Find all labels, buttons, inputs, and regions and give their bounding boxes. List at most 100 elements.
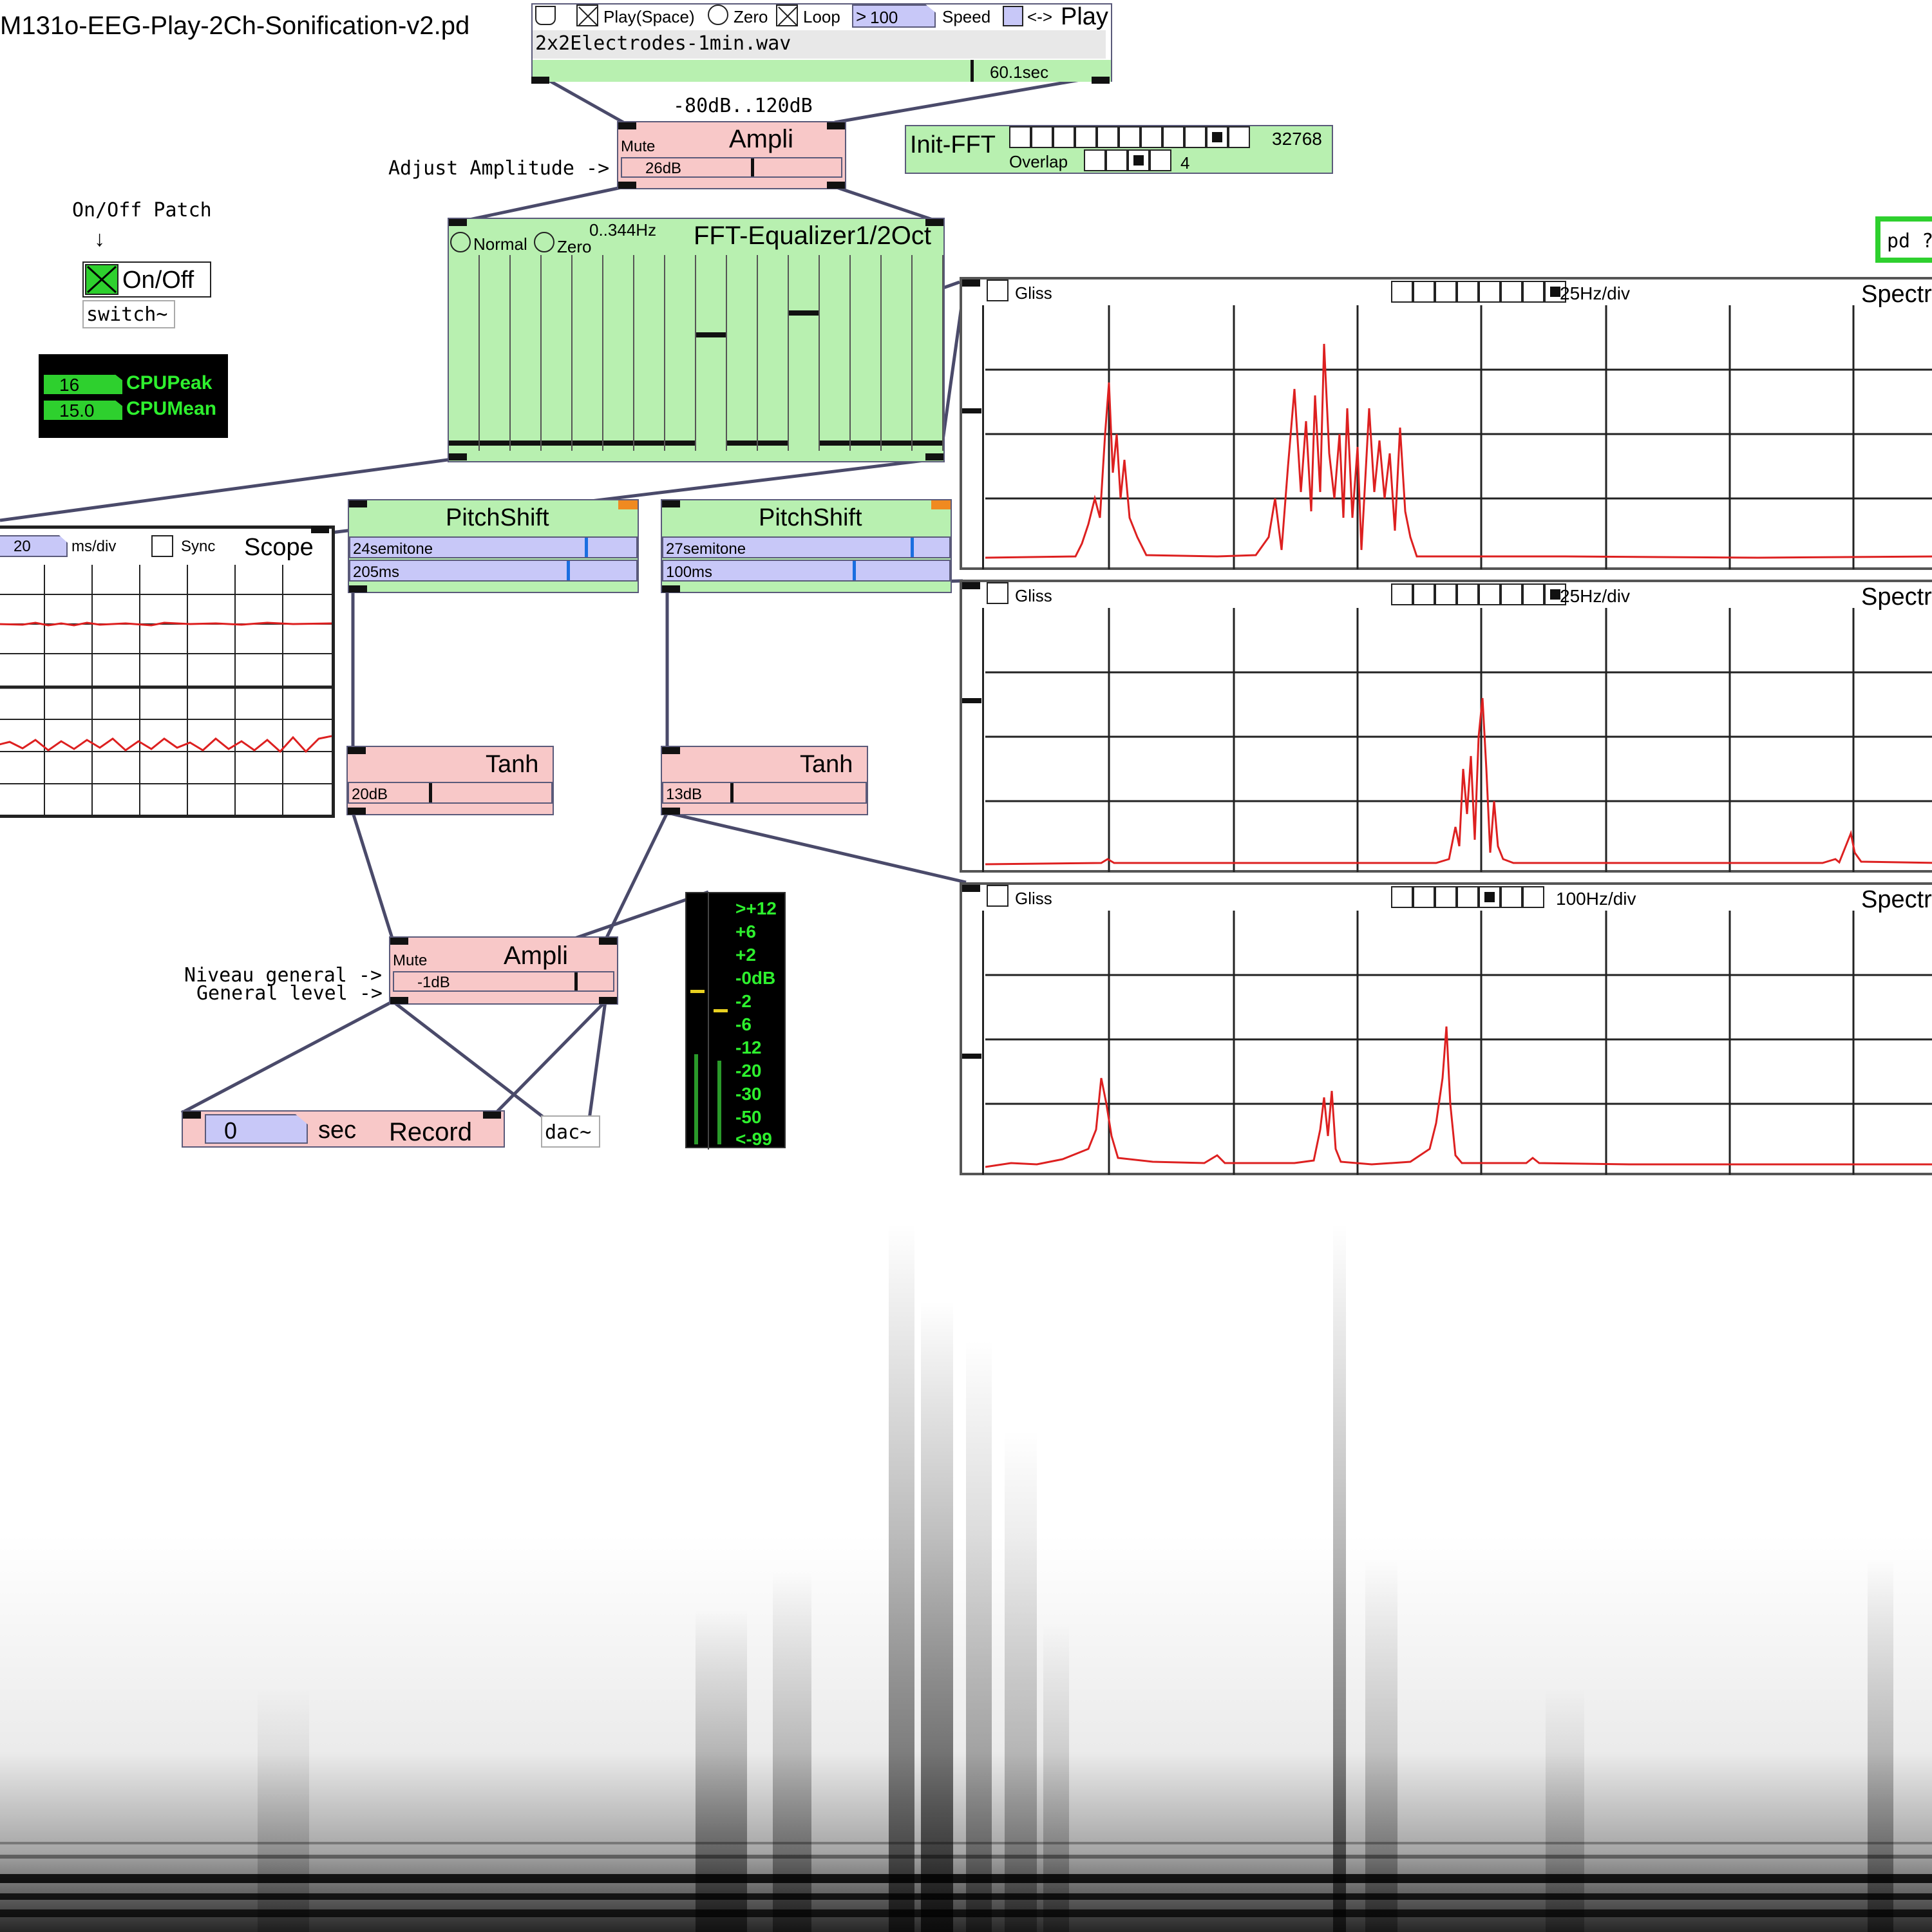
eq-band-7[interactable] [634,255,665,451]
eq-band-6[interactable] [603,255,634,451]
tanh-right-slider[interactable]: 13dB [662,782,867,804]
overlap-radio[interactable] [1084,149,1171,171]
spectrogram [0,1224,1932,1932]
eq-band-5[interactable] [573,255,603,451]
eq-band-16[interactable] [913,255,943,451]
delay-value: 205ms [353,564,400,581]
outlet [349,585,367,592]
zero-label: Zero [557,237,592,256]
spectrum-panel-2: Gliss 25Hz/div Spectr [960,580,1932,873]
eq-band-13[interactable] [820,255,851,451]
ampli-range-label: -80dB..120dB [673,95,813,117]
eq-band-15[interactable] [882,255,913,451]
eq-band-5-level [573,440,602,446]
switch-object[interactable]: switch~ [82,300,175,328]
speed-label: Speed [942,7,991,26]
gain-slider[interactable] [962,911,984,1175]
spectrum-plot [985,608,1932,872]
inlet [531,77,549,84]
eq-band-2[interactable] [480,255,511,451]
eq-band-11[interactable] [758,255,789,451]
gliss-toggle[interactable] [987,279,1009,301]
dac-object[interactable]: dac~ [541,1115,600,1148]
position-slider[interactable]: 60.1sec [533,60,1111,82]
equalizer-title: FFT-Equalizer1/2Oct [694,222,932,250]
eq-band-13-level [820,440,849,446]
eq-band-10[interactable] [727,255,758,451]
amplitude-slider[interactable]: 26dB [621,157,842,178]
eq-band-14-level [851,440,880,446]
scale-radio[interactable] [1391,886,1544,908]
eq-band-6-level [603,440,633,446]
pitchshift-right-title: PitchShift [759,504,862,531]
vu-label: +6 [735,922,756,942]
sync-label: Sync [181,538,216,555]
down-arrow-icon: ↓ [94,227,105,251]
zero-radio[interactable] [708,5,728,25]
scale-radio[interactable] [1391,281,1566,303]
semitone-slider[interactable]: 24semitone [349,536,638,558]
eq-band-2-level [480,440,509,446]
tanh-left-value: 20dB [352,786,388,803]
sync-toggle[interactable] [151,535,173,557]
outlet-right [599,997,617,1004]
vu-label: -2 [735,991,752,1011]
bang-icon[interactable] [535,6,556,25]
outlet [662,808,680,815]
swap-toggle[interactable] [1003,6,1023,26]
eq-band-3[interactable] [511,255,542,451]
gliss-label: Gliss [1015,283,1052,303]
delay-slider-thumb [567,561,570,580]
tanh-left-slider-thumb [429,783,432,802]
eq-band-8[interactable] [665,255,696,451]
record-button[interactable]: Record [389,1118,472,1146]
gliss-toggle[interactable] [987,885,1009,907]
dac-label: dac~ [545,1121,592,1144]
scale-radio[interactable] [1391,583,1566,605]
onoff-toggle-box[interactable]: On/Off [82,261,211,298]
pitchshift-left-panel: PitchShift 24semitone 205ms [348,499,639,593]
eq-band-4[interactable] [542,255,573,451]
eq-band-1[interactable] [449,255,480,451]
pd-help-button[interactable]: pd ? [1875,216,1932,263]
normal-radio[interactable] [450,232,471,252]
loop-toggle[interactable] [776,5,798,26]
speed-number-box[interactable]: 100> [852,5,936,28]
cpu-mean-number: 15.0 [43,399,124,421]
filename-field[interactable]: 2x2Electrodes-1min.wav [533,30,1106,59]
equalizer-sliders[interactable] [449,255,943,451]
delay-slider[interactable]: 100ms [662,560,951,582]
ampli-bottom-title: Ampli [504,942,569,970]
scope-ms-number[interactable]: 20 [0,535,68,557]
gliss-toggle[interactable] [987,582,1009,604]
record-seconds-number: 0 [205,1114,308,1144]
eq-band-12[interactable] [789,255,820,451]
onoff-toggle[interactable] [85,264,118,295]
gain-slider[interactable] [962,305,984,569]
inlet-right [599,938,617,945]
inlet-left [618,122,636,129]
general-level-slider[interactable]: -1dB [393,971,614,992]
play-space-label: Play(Space) [603,7,695,26]
eq-band-14[interactable] [851,255,882,451]
zero-label: Zero [734,7,768,26]
tanh-right-panel: Tanh 13dB [661,746,868,815]
loop-label: Loop [803,7,840,26]
scope-trace-bottom [0,735,332,753]
pd-help-label: pd ? [1887,230,1932,252]
delay-slider[interactable]: 205ms [349,560,638,582]
zero-radio[interactable] [534,232,554,252]
inlet-right [827,122,845,129]
gain-slider[interactable] [962,608,984,872]
inlet-left [183,1112,201,1119]
inlet [349,500,367,507]
tanh-left-slider[interactable]: 20dB [348,782,553,804]
eq-band-4-level [542,440,571,446]
semitone-slider[interactable]: 27semitone [662,536,951,558]
play-toggle[interactable] [576,5,598,26]
outlet-right [827,182,845,189]
eq-band-9[interactable] [696,255,727,451]
scale-label: 25Hz/div [1560,283,1630,303]
fft-size-radio[interactable] [1009,126,1250,148]
semitone-value: 24semitone [353,540,433,558]
